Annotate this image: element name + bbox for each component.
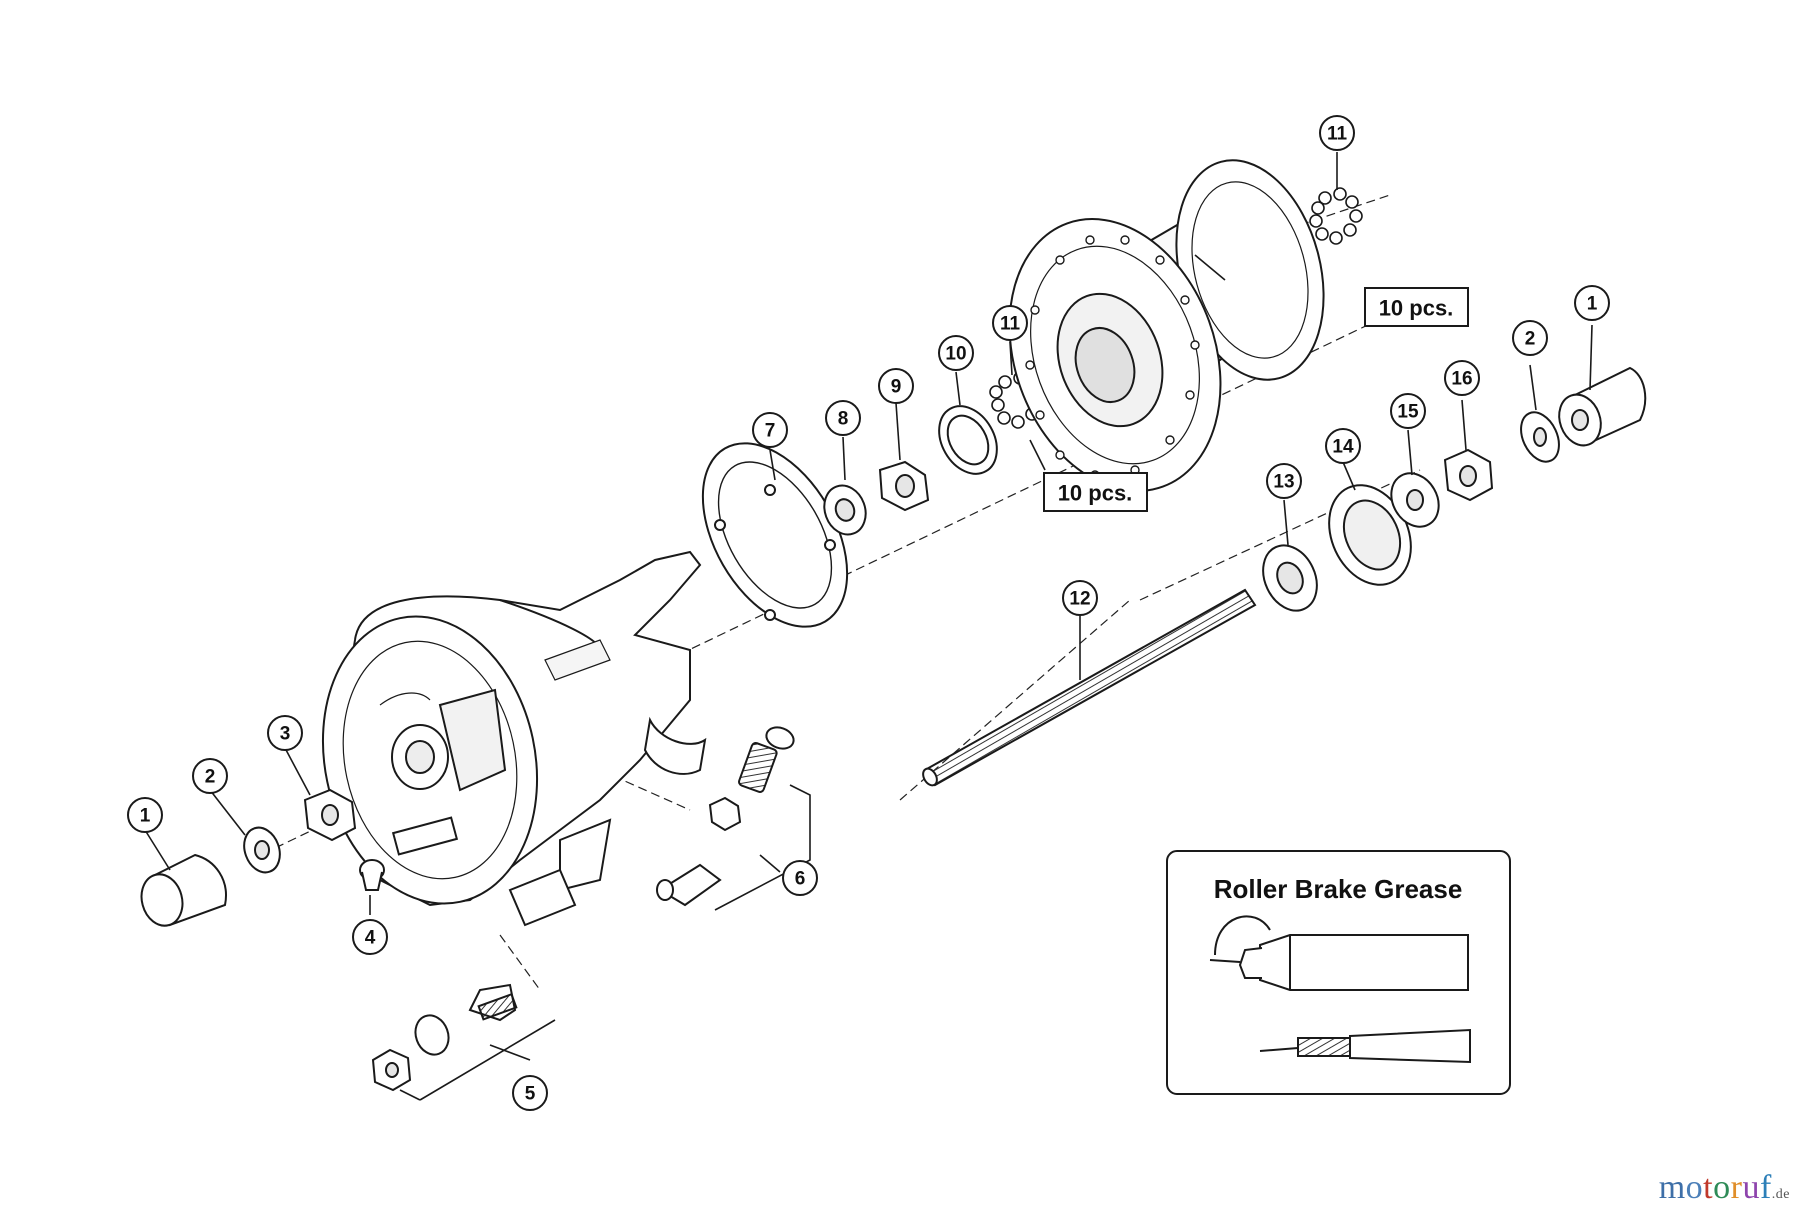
callout-label-2-right: 2 <box>1525 329 1536 350</box>
watermark-tld: .de <box>1771 1187 1790 1202</box>
axle-icon <box>922 588 1257 787</box>
callout-8 <box>825 400 861 436</box>
watermark-letter: o <box>1713 1169 1731 1206</box>
cone-13-icon <box>1262 544 1318 612</box>
cap-nut-1-right-icon <box>1558 366 1647 447</box>
callout-10 <box>938 335 974 371</box>
callout-11-mid <box>992 305 1028 341</box>
callout-label-8: 8 <box>838 409 849 430</box>
lock-washer-2-right-icon <box>1520 411 1560 463</box>
callout-1-right <box>1574 285 1610 321</box>
watermark-letter: t <box>1703 1169 1714 1206</box>
cap-nut-1-left-icon <box>140 853 227 927</box>
roller-brake-icon <box>321 550 707 927</box>
dust-cap-14-icon <box>1328 484 1412 586</box>
grease-bottle-icon <box>1209 915 1469 991</box>
bolt-set-5-icon <box>371 983 556 1101</box>
watermark-logo: motoruf.de <box>1659 1169 1790 1207</box>
callout-label-1-left: 1 <box>140 806 151 827</box>
quantity-box-top: 10 pcs. <box>1364 287 1469 327</box>
callout-label-16: 16 <box>1451 369 1472 390</box>
callout-label-7: 7 <box>765 421 776 442</box>
callout-label-3: 3 <box>280 724 291 745</box>
callout-9 <box>878 368 914 404</box>
brake-mount-plate-icon <box>701 442 849 628</box>
ball-bearing-top-icon <box>1309 187 1363 245</box>
callout-2-left <box>192 758 228 794</box>
callout-16 <box>1444 360 1480 396</box>
plug-4-icon <box>359 859 385 891</box>
callout-7 <box>752 412 788 448</box>
callout-label-11-top: 11 <box>1327 124 1348 145</box>
callout-13 <box>1266 463 1302 499</box>
watermark-letter: o <box>1685 1169 1704 1206</box>
callout-4 <box>352 919 388 955</box>
callout-label-14: 14 <box>1332 437 1354 458</box>
callout-5 <box>512 1075 548 1111</box>
hub-shell-icon <box>1008 159 1325 492</box>
callout-label-5: 5 <box>525 1084 536 1105</box>
grease-box-title: Roller Brake Grease <box>1214 874 1463 904</box>
washer-10-icon <box>938 405 998 475</box>
quantity-label-top: 10 pcs. <box>1379 296 1454 321</box>
locknut-16-icon <box>1443 448 1494 502</box>
cable-adjuster-6-icon <box>656 726 811 911</box>
callout-12 <box>1062 580 1098 616</box>
quantity-box-mid: 10 pcs. <box>1043 472 1148 512</box>
callout-3 <box>267 715 303 751</box>
watermark-letter: f <box>1759 1169 1772 1206</box>
callout-label-10: 10 <box>945 344 966 365</box>
grease-box: Roller Brake Grease <box>1166 850 1511 1095</box>
nut-8-icon <box>823 484 867 536</box>
callout-14 <box>1325 428 1361 464</box>
washer-15-icon <box>1390 472 1440 528</box>
nut-3-icon <box>303 788 357 842</box>
callout-1-left <box>127 797 163 833</box>
leader-lines <box>144 152 1593 1061</box>
watermark-letter: u <box>1742 1169 1760 1206</box>
callout-15 <box>1390 393 1426 429</box>
grease-tube-icon <box>1259 1028 1471 1064</box>
watermark-letter: m <box>1658 1169 1686 1206</box>
callout-label-6: 6 <box>795 869 806 890</box>
watermark-letter: r <box>1730 1169 1743 1206</box>
quantity-label-mid: 10 pcs. <box>1058 481 1133 506</box>
callout-label-2-left: 2 <box>205 767 216 788</box>
nut-9-icon <box>878 460 930 512</box>
callout-label-4: 4 <box>365 928 376 949</box>
callout-label-12: 12 <box>1069 589 1090 610</box>
washer-2-left-icon <box>243 826 281 874</box>
callout-label-13: 13 <box>1273 472 1294 493</box>
callout-label-1-right: 1 <box>1587 294 1598 315</box>
callout-11-top <box>1319 115 1355 151</box>
callout-2-right <box>1512 320 1548 356</box>
callout-label-11-mid: 11 <box>1000 314 1021 335</box>
callout-6 <box>782 860 818 896</box>
callout-label-9: 9 <box>891 377 902 398</box>
callout-label-15: 15 <box>1397 402 1419 423</box>
